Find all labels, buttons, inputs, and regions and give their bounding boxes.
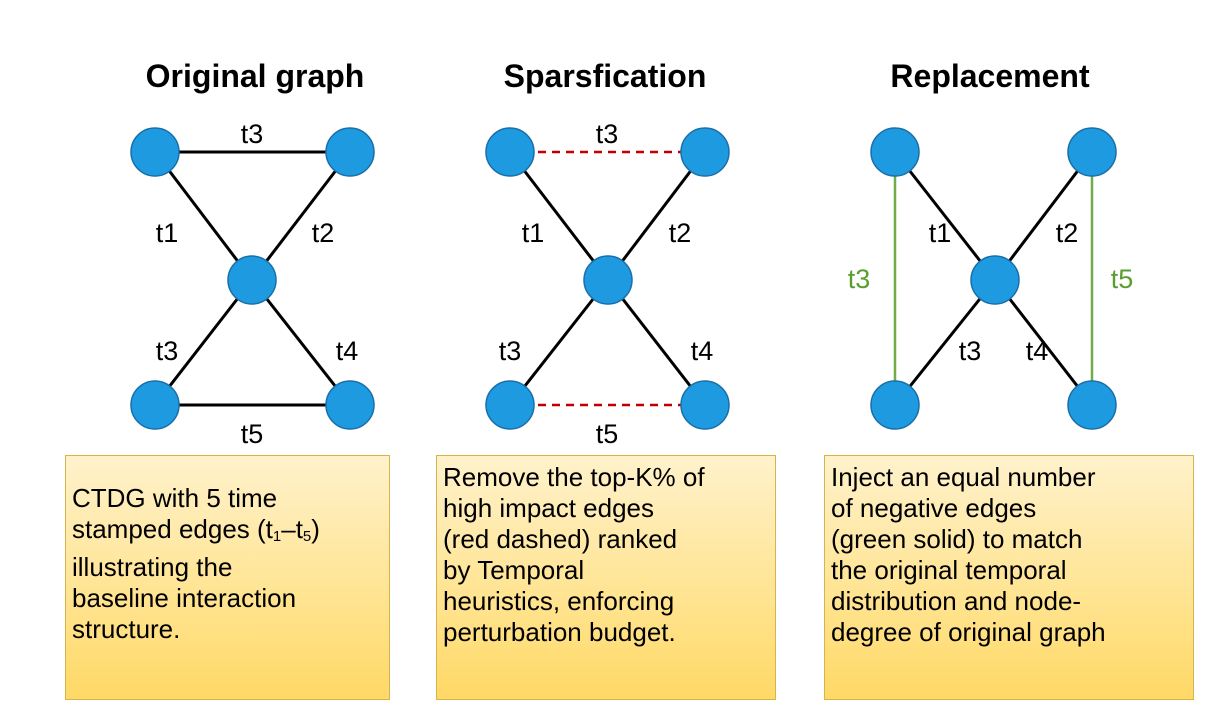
edge-lower-left bbox=[893, 279, 997, 406]
caption-line: structure. bbox=[72, 614, 181, 644]
injected-edge-label-left: t3 bbox=[848, 264, 871, 294]
edge-label-lower-right: t4 bbox=[336, 336, 359, 366]
edge-lower-left bbox=[153, 279, 254, 406]
node-center bbox=[970, 255, 1020, 305]
node-bottom-right bbox=[680, 380, 730, 430]
caption-line: high impact edges bbox=[443, 493, 655, 523]
injected-edge-label-right: t5 bbox=[1111, 264, 1134, 294]
edge-label-upper-left: t1 bbox=[929, 218, 952, 248]
node-top-right bbox=[1067, 127, 1117, 177]
node-center bbox=[227, 255, 277, 305]
caption-subscript: 1 bbox=[272, 528, 282, 545]
edge-lower-right bbox=[606, 279, 707, 406]
edge-label-lower-left: t3 bbox=[959, 336, 982, 366]
node-bottom-left bbox=[870, 380, 920, 430]
edge-upper-left bbox=[153, 151, 254, 281]
edge-label-bottom: t5 bbox=[596, 419, 619, 449]
replacement-graph: t3 t5 t1 t2 t3 t4 bbox=[848, 127, 1134, 430]
edge-upper-right bbox=[606, 151, 707, 281]
caption-subscript: 5 bbox=[302, 528, 312, 545]
edge-label-upper-left: t1 bbox=[522, 218, 545, 248]
node-top-left bbox=[130, 127, 180, 177]
node-top-left bbox=[870, 127, 920, 177]
sparsification-graph: t3 t1 t2 t3 t4 t5 bbox=[485, 119, 730, 449]
edge-label-bottom: t5 bbox=[241, 419, 264, 449]
caption-text: –t bbox=[281, 514, 303, 544]
edge-label-lower-left: t3 bbox=[499, 336, 522, 366]
node-top-right bbox=[325, 127, 375, 177]
caption-original-graph: CTDG with 5 time stamped edges (t1–t5) i… bbox=[65, 455, 390, 700]
edge-label-upper-left: t1 bbox=[156, 218, 179, 248]
caption-line: by Temporal bbox=[443, 555, 585, 585]
edge-label-lower-right: t4 bbox=[1026, 336, 1049, 366]
caption-text: stamped edges (t bbox=[72, 514, 273, 544]
node-center bbox=[583, 255, 633, 305]
node-bottom-right bbox=[325, 380, 375, 430]
caption-line: heuristics, enforcing bbox=[443, 586, 675, 616]
edge-upper-right bbox=[250, 151, 352, 281]
edge-lower-left bbox=[508, 279, 610, 406]
edge-label-lower-right: t4 bbox=[691, 336, 714, 366]
caption-line: (green solid) to match bbox=[831, 524, 1083, 554]
edge-label-upper-right: t2 bbox=[312, 218, 335, 248]
caption-line: of negative edges bbox=[831, 493, 1037, 523]
edge-upper-left bbox=[508, 151, 610, 281]
node-bottom-right bbox=[1067, 380, 1117, 430]
edge-lower-right bbox=[250, 279, 352, 406]
node-top-right bbox=[680, 127, 730, 177]
caption-line: illustrating the bbox=[72, 552, 233, 582]
caption-line: distribution and node- bbox=[831, 586, 1082, 616]
caption-line: baseline interaction bbox=[72, 583, 297, 613]
panel-title-sparsification: Sparsfication bbox=[503, 58, 707, 94]
edge-label-lower-left: t3 bbox=[156, 336, 179, 366]
edge-label-upper-right: t2 bbox=[1056, 218, 1079, 248]
caption-line: Remove the top-K% of bbox=[443, 462, 705, 492]
caption-text: ) bbox=[311, 514, 320, 544]
node-bottom-left bbox=[485, 380, 535, 430]
caption-line: degree of original graph bbox=[831, 617, 1106, 647]
panel-title-original-graph: Original graph bbox=[145, 58, 365, 94]
original-graph: t3 t1 t2 t3 t4 t5 bbox=[130, 119, 375, 449]
node-bottom-left bbox=[130, 380, 180, 430]
edge-label-top: t3 bbox=[241, 119, 264, 149]
caption-line: stamped edges (t1–t5) bbox=[72, 514, 383, 552]
caption-sparsification: Remove the top-K% of high impact edges (… bbox=[436, 455, 776, 700]
caption-line: Inject an equal number bbox=[831, 462, 1096, 492]
edge-upper-left bbox=[893, 151, 997, 281]
panel-title-replacement: Replacement bbox=[890, 58, 1090, 94]
edge-lower-right bbox=[993, 279, 1094, 406]
node-top-left bbox=[485, 127, 535, 177]
caption-line: CTDG with 5 time bbox=[72, 483, 278, 513]
edge-label-top: t3 bbox=[596, 119, 619, 149]
caption-line: the original temporal bbox=[831, 555, 1067, 585]
edge-upper-right bbox=[993, 151, 1094, 281]
caption-line: perturbation budget. bbox=[443, 617, 676, 647]
caption-line: (red dashed) ranked bbox=[443, 524, 678, 554]
caption-replacement: Inject an equal number of negative edges… bbox=[824, 455, 1194, 700]
edge-label-upper-right: t2 bbox=[669, 218, 692, 248]
